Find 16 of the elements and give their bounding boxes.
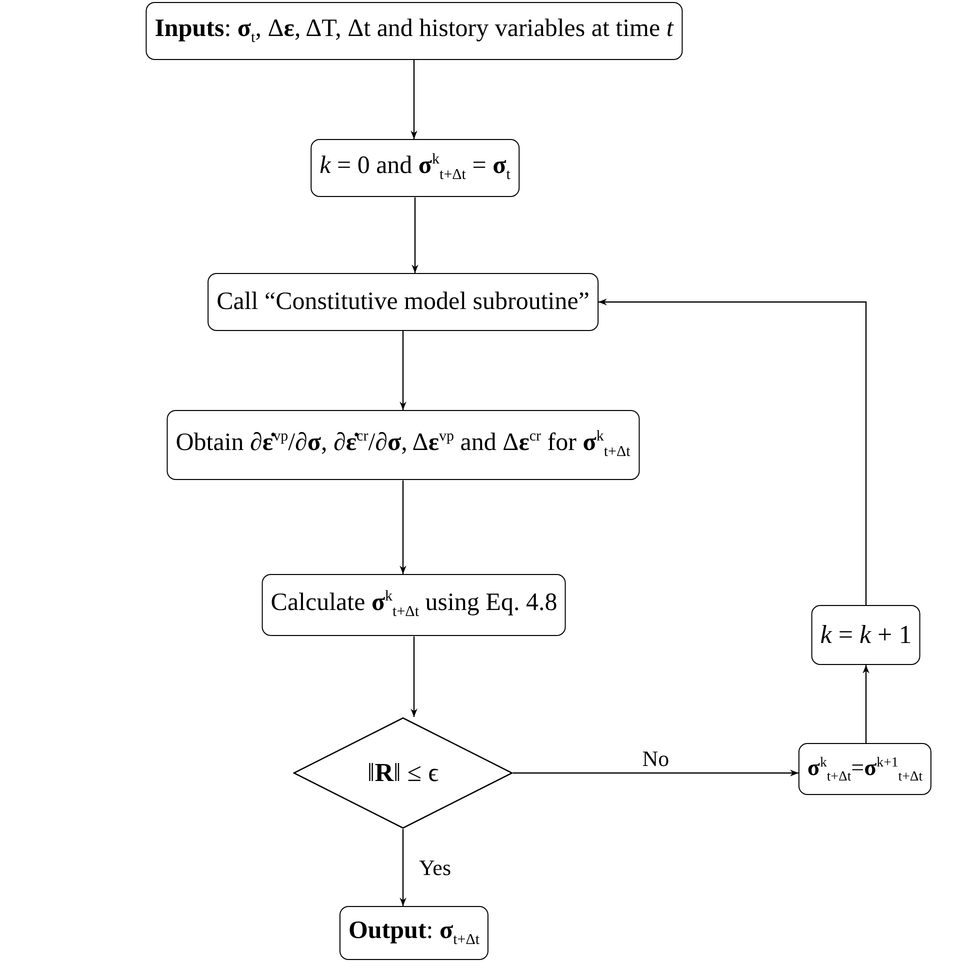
arrow — [862, 665, 870, 743]
process-box: k = k + 1 — [811, 605, 921, 665]
process-box: Inputs: σ$_{t}$, Δε, ΔT, Δt and history variables at time t — [146, 2, 682, 60]
node-text: ‖R‖ ≤ ϵ — [367, 758, 439, 788]
arrow — [400, 829, 406, 906]
process-box: Output: σ$_{t+Δt}$ — [339, 906, 489, 960]
process-box: Call “Constitutive model subroutine” — [208, 273, 598, 331]
arrow — [400, 331, 406, 410]
process-box: k = 0 and σ$^{k}$$_{t+Δt}$ = σ$_{t}$ — [310, 139, 520, 198]
arrow — [400, 480, 406, 574]
arrow — [410, 636, 418, 717]
arrow — [513, 770, 798, 776]
process-box: Calculate σ$^{k}$$_{t+Δt}$ using Eq. 4.8 — [262, 574, 566, 636]
arrow — [412, 197, 418, 273]
arrow — [410, 60, 418, 139]
arrow — [598, 298, 867, 605]
